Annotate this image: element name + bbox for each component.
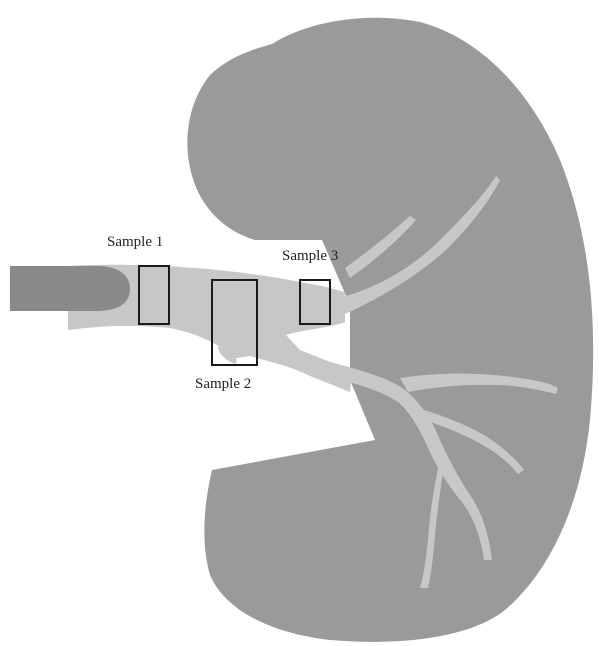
sample-3-label: Sample 3 [282, 248, 338, 264]
sample-2-label: Sample 2 [195, 376, 251, 392]
sample-1-label: Sample 1 [107, 234, 163, 250]
renal-artery [10, 266, 130, 311]
